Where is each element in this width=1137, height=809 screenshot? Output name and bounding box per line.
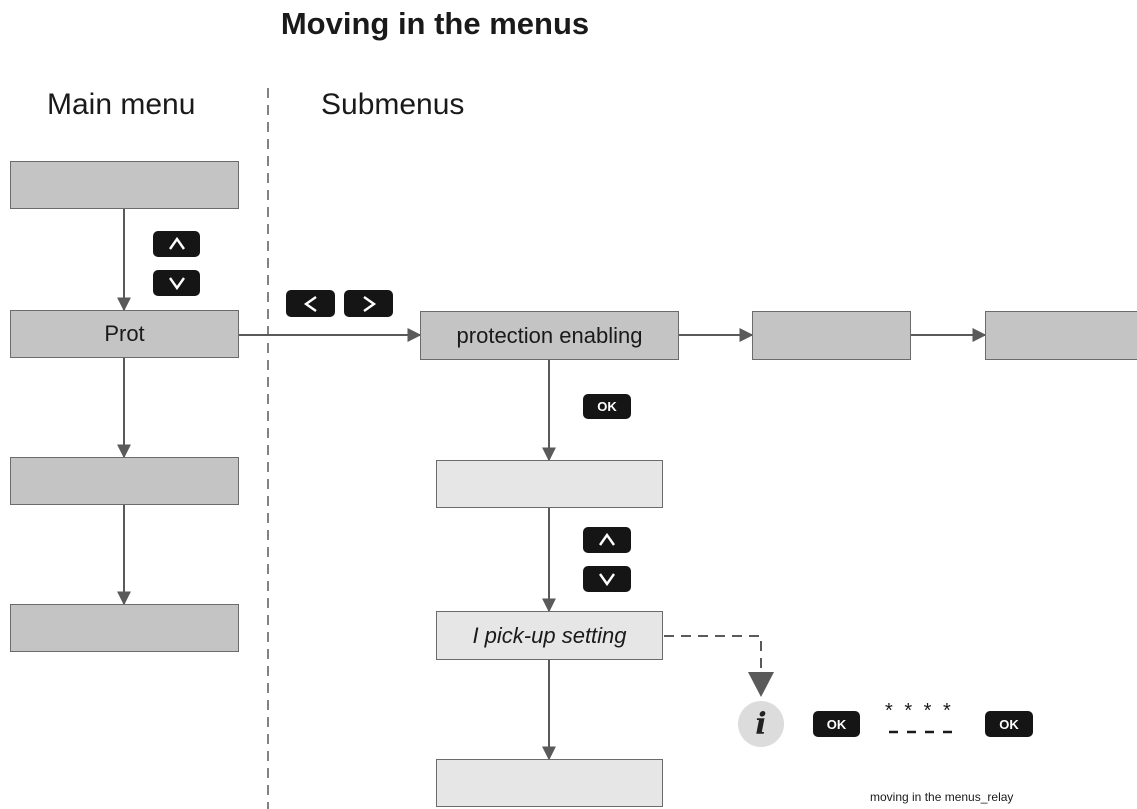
down-chevron-icon (599, 573, 615, 586)
submenus-heading: Submenus (321, 88, 465, 121)
submenu-i-pickup-setting[interactable]: I pick-up setting (436, 611, 663, 660)
main-menu-item-3[interactable] (10, 457, 239, 505)
submenu-protection-enabling-label: protection enabling (456, 322, 643, 348)
submenu-protection-enabling[interactable]: protection enabling (420, 311, 679, 360)
up-key[interactable] (153, 231, 200, 257)
ok-key-2[interactable]: OK (813, 711, 860, 737)
sub-up-key[interactable] (583, 527, 631, 553)
right-key[interactable] (344, 290, 393, 317)
submenu-level2-item-1[interactable] (436, 460, 663, 508)
submenu-item-3[interactable] (985, 311, 1137, 360)
info-arrowhead (748, 672, 774, 697)
figure-caption: moving in the menus_relay (870, 790, 1014, 804)
sub-down-key[interactable] (583, 566, 631, 592)
main-menu-item-prot[interactable]: Prot (10, 310, 239, 358)
main-menu-item-4[interactable] (10, 604, 239, 652)
up-chevron-icon (168, 237, 185, 250)
left-key[interactable] (286, 290, 335, 317)
ok-key-3[interactable]: OK (985, 711, 1033, 737)
ok-key-3-label: OK (999, 716, 1019, 732)
right-chevron-icon (362, 295, 376, 312)
ok-key-label: OK (597, 399, 617, 414)
ok-key-2-label: OK (826, 716, 847, 732)
submenu-i-pickup-setting-label: I pick-up setting (472, 622, 627, 648)
ok-key[interactable]: OK (583, 394, 631, 419)
down-key[interactable] (153, 270, 200, 296)
main-menu-heading: Main menu (47, 88, 196, 121)
submenu-level2-item-3[interactable] (436, 759, 663, 807)
info-icon: i (738, 701, 784, 747)
password-mask: * * * * (885, 700, 954, 722)
page-title: Moving in the menus (280, 6, 590, 41)
left-chevron-icon (303, 295, 317, 312)
submenu-item-2[interactable] (752, 311, 911, 360)
info-dashed-arrow (664, 635, 762, 680)
main-menu-item-1[interactable] (10, 161, 239, 209)
main-menu-item-prot-label: Prot (104, 321, 145, 346)
down-chevron-icon (168, 277, 185, 290)
up-chevron-icon (599, 533, 615, 546)
